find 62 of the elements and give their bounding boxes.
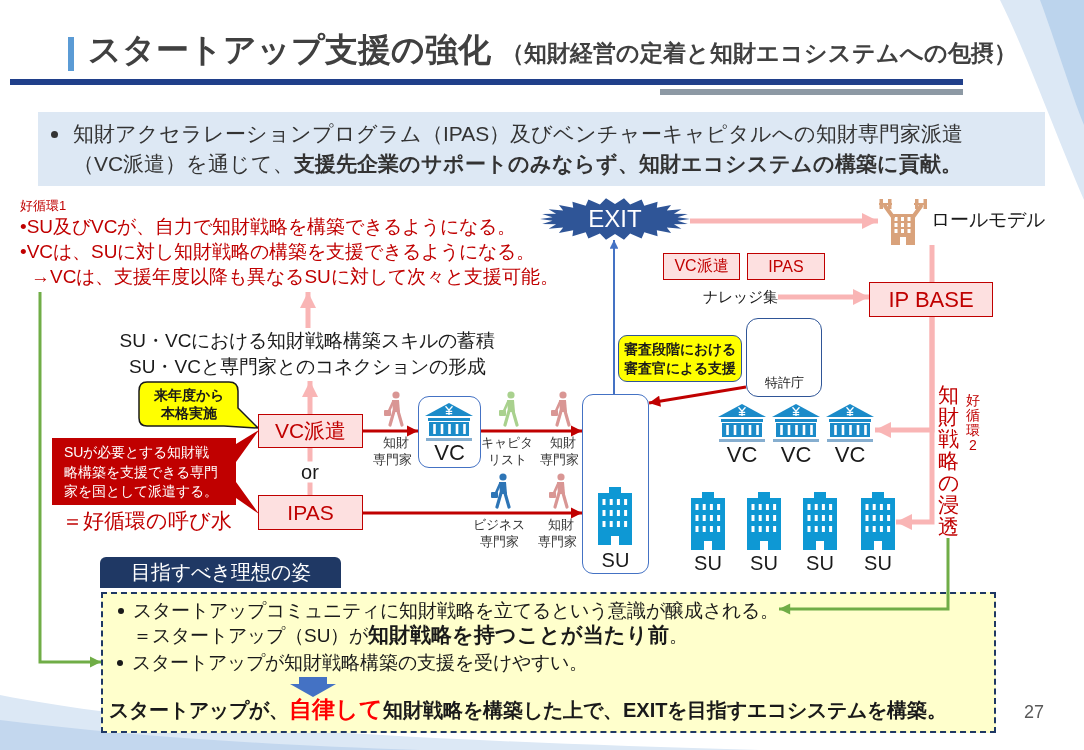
arrow bbox=[300, 292, 316, 328]
side-note: 好循環2 bbox=[966, 393, 980, 453]
arrow bbox=[363, 425, 418, 437]
arrow bbox=[779, 538, 950, 615]
person-caption: キャピタリスト bbox=[481, 434, 534, 468]
arrow bbox=[778, 289, 869, 305]
icon-caption: SU bbox=[750, 553, 778, 573]
title-text: スタートアップ支援の強化 bbox=[88, 30, 491, 70]
label-box: VC派遣 bbox=[663, 253, 740, 280]
heading-text: 好循環1 bbox=[20, 197, 67, 214]
bullet-text: •SU及びVCが、自力で知財戦略を構築できるようになる。 bbox=[20, 215, 517, 239]
bullet-text: •VCは、SUに対し知財戦略の構築を支援できるようになる。 bbox=[20, 240, 536, 264]
note-text: ＝スタートアップ（SU）が知財戦略を持つことが当たり前。 bbox=[133, 622, 689, 648]
label-box: IP BASE bbox=[869, 282, 993, 317]
info-banner bbox=[38, 112, 1045, 186]
arrow bbox=[648, 385, 747, 407]
edge-label: or bbox=[299, 461, 321, 482]
rounded-box bbox=[418, 396, 481, 468]
arrow bbox=[690, 213, 878, 229]
bullet-text: スタートアップが知財戦略構築の支援を受けやすい。 bbox=[132, 651, 588, 674]
callout-text: SUが必要とする知財戦略構築を支援できる専門家を国として派遣する。 bbox=[64, 443, 219, 501]
note-text: ＝好循環の呼び水 bbox=[62, 508, 232, 534]
icon-caption: SU bbox=[806, 553, 834, 573]
person-caption: 知財専門家 bbox=[373, 434, 413, 468]
icon-caption: VC bbox=[434, 442, 465, 464]
icon-caption: VC bbox=[726, 444, 758, 466]
icon-caption: SU bbox=[694, 553, 722, 573]
rounded-box: 特許庁 bbox=[746, 318, 822, 397]
icon-caption: SU bbox=[864, 553, 892, 573]
dashed-panel bbox=[101, 592, 996, 733]
banner-text: 知財アクセラレーションプログラム（IPAS）及びベンチャーキャピタルへの知財専門家派遣（VC派遣）を通じて、支援先企業のサポートのみならず、知財エコシステムの構築に貢献。 bbox=[73, 121, 965, 178]
note-text: →VCは、支援年度以降も異なるSUに対して次々と支援可能。 bbox=[31, 265, 559, 289]
caption-text: SU・VCと専門家とのコネクションの形成 bbox=[129, 355, 486, 379]
label-box: IPAS bbox=[258, 495, 363, 530]
arrow bbox=[896, 317, 935, 530]
arrow bbox=[481, 425, 582, 437]
person-caption: ビジネス専門家 bbox=[473, 516, 526, 550]
person-caption: 知財専門家 bbox=[540, 434, 580, 468]
subtitle-text: （知財経営の定着と知財エコシステムへの包摂） bbox=[501, 39, 1017, 68]
callout-text: 来年度から本格実施 bbox=[152, 386, 225, 422]
caption-text: SU・VCにおける知財戦略構築スキルの蓄積 bbox=[119, 329, 496, 353]
connector-line bbox=[929, 245, 935, 282]
caption-text: ナレッジ集 bbox=[703, 287, 778, 307]
conclusion-text: スタートアップが、自律して知財戦略を構築した上で、EXITを目指すエコシステムを構築。 bbox=[109, 695, 948, 724]
arrow bbox=[363, 507, 582, 519]
section-tab: 目指すべき理想の姿 bbox=[100, 557, 341, 588]
label-box: VC派遣 bbox=[258, 414, 363, 448]
page-number: 27 bbox=[1024, 702, 1045, 723]
arrow bbox=[609, 239, 619, 395]
bullet-text: スタートアップコミュニティに知財戦略を立てるという意識が醸成される。 bbox=[133, 599, 779, 622]
burst-label: EXIT bbox=[588, 207, 642, 231]
note-box: 審査段階における審査官による支援 bbox=[618, 335, 742, 382]
arrow bbox=[38, 292, 101, 668]
rounded-box bbox=[582, 394, 649, 574]
person-caption: 知財専門家 bbox=[538, 516, 578, 550]
icon-caption: VC bbox=[834, 444, 866, 466]
icon-caption: VC bbox=[780, 444, 812, 466]
caption-text: ロールモデル bbox=[931, 209, 1045, 231]
stacked-text: 知財戦略の浸透 bbox=[938, 384, 959, 538]
icon-caption: SU bbox=[601, 550, 630, 570]
label-box: IPAS bbox=[747, 253, 825, 280]
arrow bbox=[302, 381, 318, 414]
